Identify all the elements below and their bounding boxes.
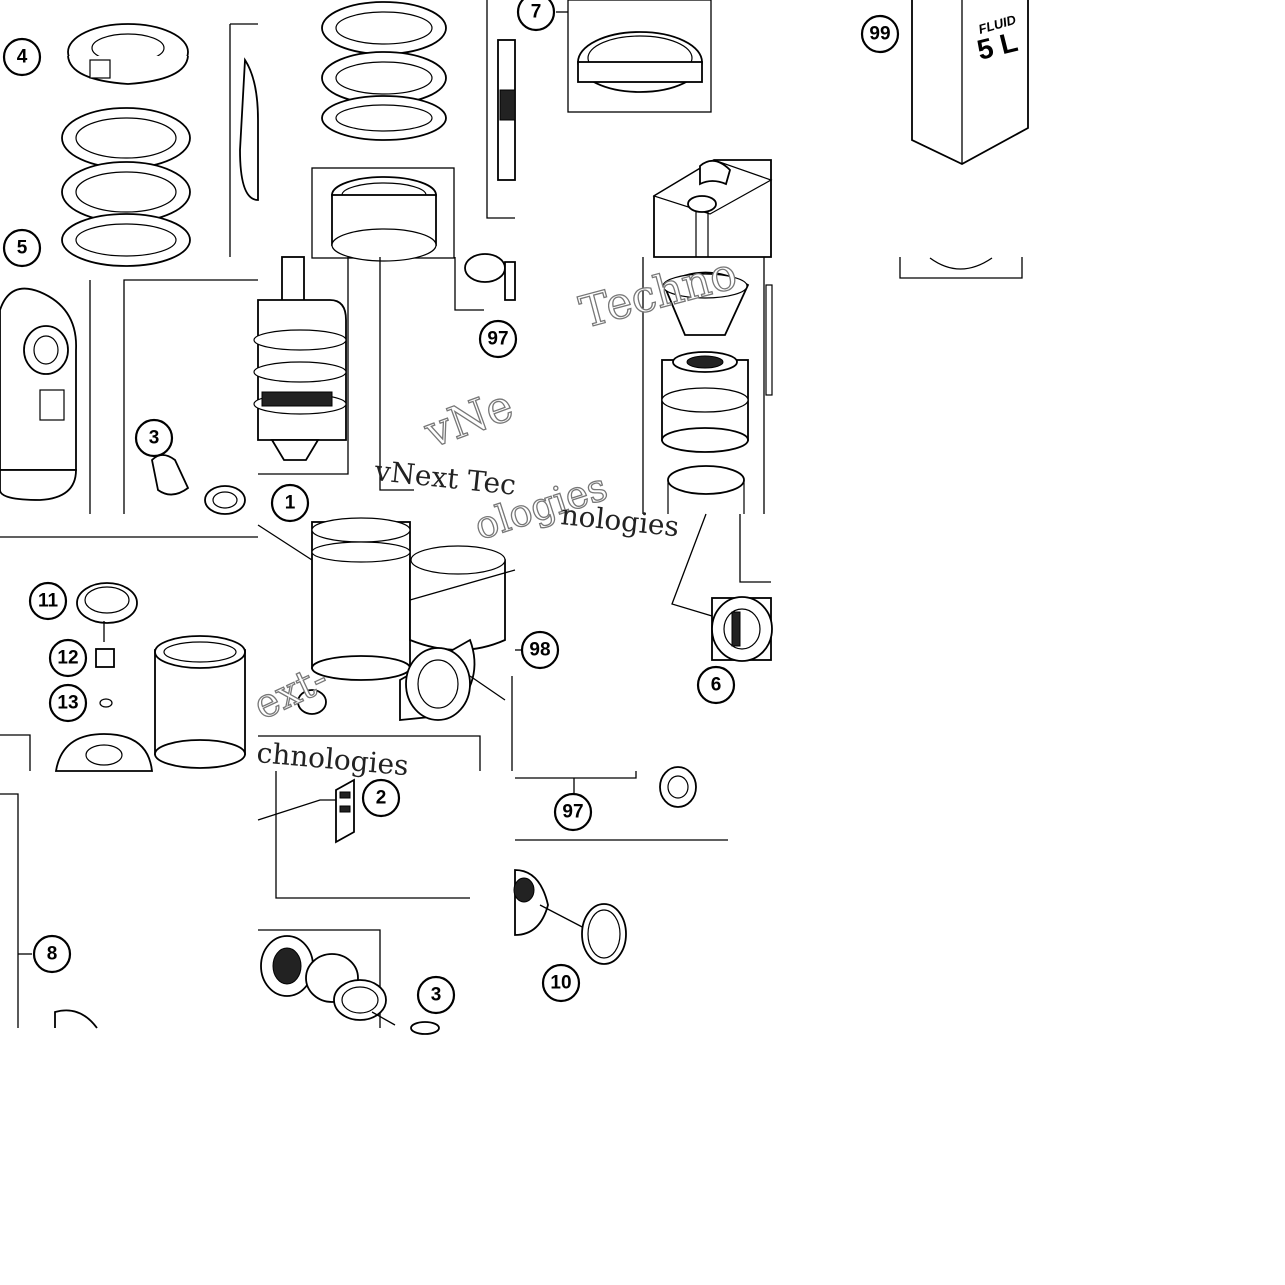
callout-4: 4 [2, 37, 42, 77]
watermark-vne: vNe [417, 380, 519, 459]
callout-99: 99 [860, 14, 900, 54]
svg-text:11: 11 [38, 591, 59, 612]
svg-text:5: 5 [17, 238, 28, 259]
tile-shaft-parts [257, 771, 470, 1035]
svg-text:98: 98 [529, 640, 550, 661]
svg-text:3: 3 [431, 985, 442, 1006]
svg-text:97: 97 [487, 329, 508, 350]
tile-frame-left [0, 793, 98, 1029]
callout-11: 11 [28, 581, 68, 621]
callout-1: 1 [270, 483, 310, 523]
svg-text:4: 4 [17, 47, 28, 68]
callout-97-top: 97 [478, 319, 518, 359]
tile-adjuster [511, 513, 773, 771]
callout-7: 7 [516, 0, 556, 32]
svg-text:13: 13 [57, 693, 78, 714]
svg-text:3: 3 [149, 428, 160, 449]
svg-text:6: 6 [711, 675, 722, 696]
tile-spring-upper [311, 0, 516, 262]
watermark-chnologies: chnologies [255, 736, 410, 782]
tile-lock-ring [556, 0, 773, 258]
svg-text:99: 99 [869, 24, 890, 45]
svg-text:2: 2 [376, 788, 387, 809]
watermark-nologies: nologies [559, 498, 680, 543]
svg-text:10: 10 [550, 973, 571, 994]
tile-reservoir-parts [0, 536, 258, 772]
tile-shock-assembly [257, 517, 516, 771]
tile-damper-body [253, 253, 516, 491]
callout-10: 10 [541, 963, 581, 1003]
callout-6: 6 [696, 665, 736, 705]
callout-98: 98 [520, 630, 560, 670]
watermark-vnext-tec: vNext Tec [372, 454, 517, 502]
tile-bladder-cap [642, 257, 773, 514]
svg-text:7: 7 [531, 2, 542, 23]
tile-fluid-can [899, 0, 1029, 279]
callout-2: 2 [361, 778, 401, 818]
tile-spring-seat [61, 23, 259, 267]
callout-3-bottom: 3 [416, 975, 456, 1015]
svg-text:8: 8 [47, 944, 58, 965]
callout-97-bottom: 97 [553, 792, 593, 832]
tile-valve-parts [513, 766, 728, 965]
callout-8: 8 [32, 934, 72, 974]
tile-shock-eye [0, 279, 258, 515]
callout-13: 13 [48, 683, 88, 723]
callout-5: 5 [2, 228, 42, 268]
callout-3-top: 3 [134, 418, 174, 458]
svg-text:97: 97 [562, 802, 583, 823]
svg-text:12: 12 [57, 648, 78, 669]
svg-text:1: 1 [285, 493, 296, 514]
callout-12: 12 [48, 638, 88, 678]
